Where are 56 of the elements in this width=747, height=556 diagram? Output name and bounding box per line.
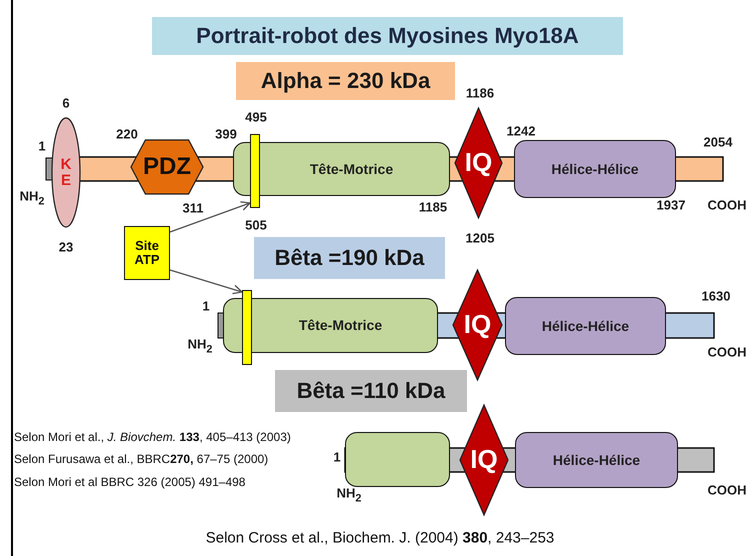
residue-number: 399 bbox=[215, 126, 237, 142]
arrow bbox=[170, 201, 251, 233]
residue-number: 505 bbox=[245, 218, 267, 232]
residue-number: NH$_{2}$ bbox=[336, 486, 362, 504]
isoform-band bbox=[236, 62, 455, 100]
residue-number: 1 bbox=[38, 138, 46, 154]
atp-site-bar bbox=[250, 134, 260, 208]
residue-number: 1242 bbox=[506, 124, 536, 138]
domain-label: PDZ bbox=[143, 154, 191, 180]
domain-label: Hélice-Hélice bbox=[542, 318, 630, 334]
residue-number: 1630 bbox=[702, 288, 730, 304]
callout-text: Site ATP bbox=[133, 239, 161, 267]
coiled-coil-domain bbox=[515, 432, 678, 488]
residue-number: 2054 bbox=[704, 134, 732, 150]
reference-text: Selon Mori et al., J. Biovchem. 133, 405–413 (2003) bbox=[14, 430, 291, 444]
coiled-coil-domain bbox=[505, 297, 666, 355]
motor-head-domain bbox=[345, 432, 450, 487]
residue-number: 1 bbox=[333, 450, 341, 464]
isoform-band bbox=[275, 370, 467, 412]
isoform-band bbox=[254, 237, 445, 279]
domain-label: IQ bbox=[470, 446, 498, 474]
domain-label: Hélice-Hélice bbox=[551, 162, 639, 176]
residue-number: 1 bbox=[202, 298, 210, 314]
isoform-label: Alpha = 230 kDa bbox=[260, 69, 430, 93]
residue-number: NH$_{2}$ bbox=[20, 188, 44, 208]
residue-number: 1205 bbox=[466, 230, 494, 246]
callout-box bbox=[124, 226, 170, 280]
domain-label: IQ bbox=[464, 311, 492, 339]
atp-site-bar bbox=[242, 290, 252, 365]
motor-head-domain bbox=[223, 298, 438, 353]
residue-number: COOH bbox=[708, 198, 746, 212]
domain-label: Hélice-Hélice bbox=[552, 452, 640, 468]
residue-number: 1937 bbox=[656, 198, 686, 212]
reference-text: Selon Cross et al., Biochem. J. (2004) 380, 243–253 bbox=[206, 530, 554, 546]
arrow bbox=[170, 269, 243, 294]
domain-label: IQ bbox=[464, 149, 492, 177]
reference-text: Selon Mori et al BBRC 326 (2005) 491–498 bbox=[14, 475, 246, 489]
residue-number: 6 bbox=[62, 96, 70, 110]
coiled-coil-domain bbox=[514, 140, 676, 198]
residue-number: 311 bbox=[182, 200, 204, 216]
reference-text: Selon Furusawa et al., BBRC270, 67–75 (2000) bbox=[14, 452, 268, 466]
residue-number: COOH bbox=[708, 344, 746, 360]
residue-number: 220 bbox=[116, 126, 138, 142]
domain-label: Tête-Motrice bbox=[310, 162, 394, 176]
isoform-label: Bêta =190 kDa bbox=[274, 246, 424, 270]
domain-label: Tête-Motrice bbox=[298, 318, 382, 333]
residue-number: 23 bbox=[58, 240, 74, 254]
domain-label: K E bbox=[60, 156, 72, 188]
motor-head-domain bbox=[233, 142, 450, 196]
residue-number: 495 bbox=[245, 110, 267, 124]
residue-number: COOH bbox=[708, 482, 746, 498]
title-banner: Portrait-robot des Myosines Myo18A bbox=[152, 17, 623, 55]
residue-number: NH$_{2}$ bbox=[188, 336, 212, 356]
residue-number: 1186 bbox=[466, 86, 494, 100]
isoform-label: Bêta =110 kDa bbox=[296, 379, 446, 403]
residue-number: 1185 bbox=[418, 200, 448, 214]
